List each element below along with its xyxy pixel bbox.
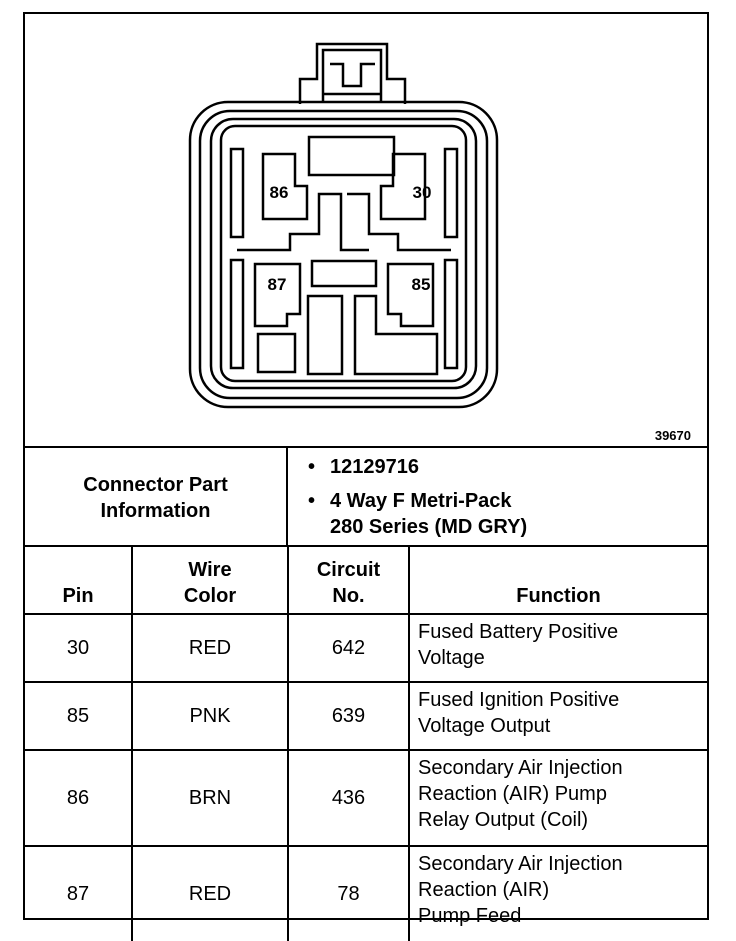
connector-part-info: Connector Part Information 12129716 4 Wa…: [25, 446, 707, 547]
header-pin-text: Pin: [62, 585, 94, 607]
function-line: Reaction (AIR): [418, 879, 550, 901]
info-label-line2: Information: [100, 499, 211, 522]
function-line: Fused Ignition Positive: [418, 689, 620, 711]
connector-part-info-list: 12129716 4 Way F Metri-Pack 280 Series (…: [288, 448, 707, 547]
cell-pin: 86: [25, 749, 133, 847]
info-item-text: 4 Way F Metri-Pack: [330, 490, 512, 512]
pin-table: Pin Wire Color Circuit No. Function 30 R…: [25, 545, 707, 941]
header-function: Function: [408, 545, 707, 615]
table-row: 86 BRN 436 Secondary Air Injection React…: [25, 749, 707, 847]
header-wire-color: Wire Color: [131, 545, 289, 615]
header-circuit: Circuit No.: [287, 545, 410, 615]
function-line: Secondary Air Injection: [418, 853, 623, 875]
function-line: Voltage: [418, 647, 485, 669]
info-item-text: 12129716: [330, 456, 419, 478]
pin-label-30: 30: [413, 183, 432, 202]
table-row: 85 PNK 639 Fused Ignition Positive Volta…: [25, 681, 707, 751]
cell-function: Secondary Air Injection Reaction (AIR) P…: [408, 749, 707, 847]
function-line: Secondary Air Injection: [418, 757, 623, 779]
info-item-part-number: 12129716: [308, 454, 707, 480]
header-wire-line2: Color: [183, 585, 237, 607]
connector-face-drawing: 86 30 87 85: [188, 42, 499, 409]
header-function-text: Function: [516, 585, 601, 607]
connector-sheet: 86 30 87 85 39670 Connector Part Informa…: [23, 12, 709, 941]
cell-wire-color: RED: [131, 845, 289, 941]
header-wire-line1: Wire: [188, 559, 232, 581]
cell-function: Fused Battery Positive Voltage: [408, 613, 707, 683]
connector-diagram: 86 30 87 85 39670: [25, 14, 707, 446]
cell-wire-color: PNK: [131, 681, 289, 751]
cell-pin: 85: [25, 681, 133, 751]
pin-table-header: Pin Wire Color Circuit No. Function: [25, 545, 707, 615]
table-row: 30 RED 642 Fused Battery Positive Voltag…: [25, 613, 707, 683]
pin-label-86: 86: [270, 183, 289, 202]
cell-circuit: 639: [287, 681, 410, 751]
cell-circuit: 436: [287, 749, 410, 847]
cell-pin: 87: [25, 845, 133, 941]
function-line: Pump Feed: [418, 905, 522, 927]
function-line: Relay Output (Coil): [418, 809, 589, 831]
info-label-line1: Connector Part: [83, 473, 228, 496]
cell-circuit: 642: [287, 613, 410, 683]
pin-label-85: 85: [412, 275, 431, 294]
info-item-text-cont: 280 Series (MD GRY): [330, 516, 528, 538]
cell-wire-color: BRN: [131, 749, 289, 847]
function-line: Voltage Output: [418, 715, 551, 737]
cell-wire-color: RED: [131, 613, 289, 683]
header-pin: Pin: [25, 545, 133, 615]
figure-number: 39670: [654, 428, 691, 443]
header-circuit-line1: Circuit: [316, 559, 381, 581]
function-line: Fused Battery Positive: [418, 621, 619, 643]
pin-label-87: 87: [268, 275, 287, 294]
function-line: Reaction (AIR) Pump: [418, 783, 607, 805]
cell-pin: 30: [25, 613, 133, 683]
header-circuit-line2: No.: [332, 585, 365, 607]
cell-function: Fused Ignition Positive Voltage Output: [408, 681, 707, 751]
info-item-series: 4 Way F Metri-Pack 280 Series (MD GRY): [308, 488, 707, 540]
table-row: 87 RED 78 Secondary Air Injection Reacti…: [25, 845, 707, 941]
cell-circuit: 78: [287, 845, 410, 941]
connector-part-info-label: Connector Part Information: [25, 448, 288, 547]
cell-function: Secondary Air Injection Reaction (AIR) P…: [408, 845, 707, 941]
